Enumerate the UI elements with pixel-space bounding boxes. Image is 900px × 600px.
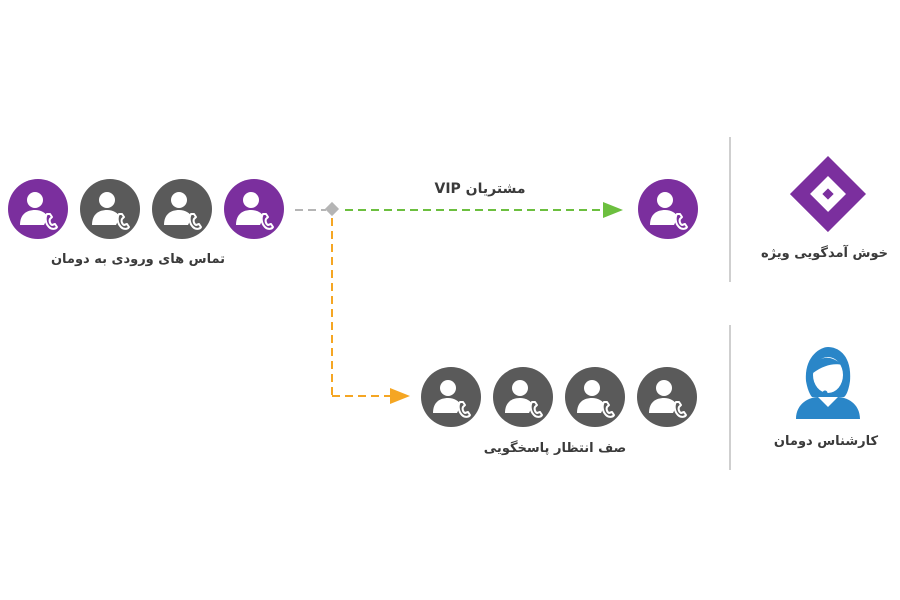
- agent-mic-tip: [822, 390, 828, 396]
- incoming-caller-icon: [8, 179, 68, 239]
- queue-label: صف انتظار پاسخگویی: [483, 441, 627, 456]
- incoming-caller-icon: [224, 179, 284, 239]
- router-diamond: [324, 201, 340, 217]
- separator-top: [729, 137, 731, 282]
- incoming-caller-icon: [152, 179, 212, 239]
- queue-caller-icon: [637, 367, 697, 427]
- vip-caller-icon: [638, 179, 698, 239]
- agent-label: کارشناس دومان: [773, 434, 879, 449]
- queue-caller-icon: [493, 367, 553, 427]
- headset-agent-icon: [790, 343, 866, 419]
- queue-caller-icon: [421, 367, 481, 427]
- agent-mic: [809, 376, 825, 394]
- separator-bottom: [729, 325, 731, 470]
- welcome-label: خوش آمدگویی ویژه: [761, 246, 888, 261]
- vip-label: مشتریان VIP: [434, 181, 526, 197]
- incoming-calls-label: تماس های ورودی به دومان: [50, 252, 226, 267]
- agent-bangs: [813, 357, 842, 373]
- queue-caller-icon: [565, 367, 625, 427]
- agent-body: [796, 397, 860, 419]
- vip-arrowhead: [603, 202, 623, 218]
- incoming-caller-icon: [80, 179, 140, 239]
- queue-arrowhead: [390, 388, 410, 404]
- logo-tail: [790, 194, 828, 232]
- logo-icon: [786, 152, 870, 236]
